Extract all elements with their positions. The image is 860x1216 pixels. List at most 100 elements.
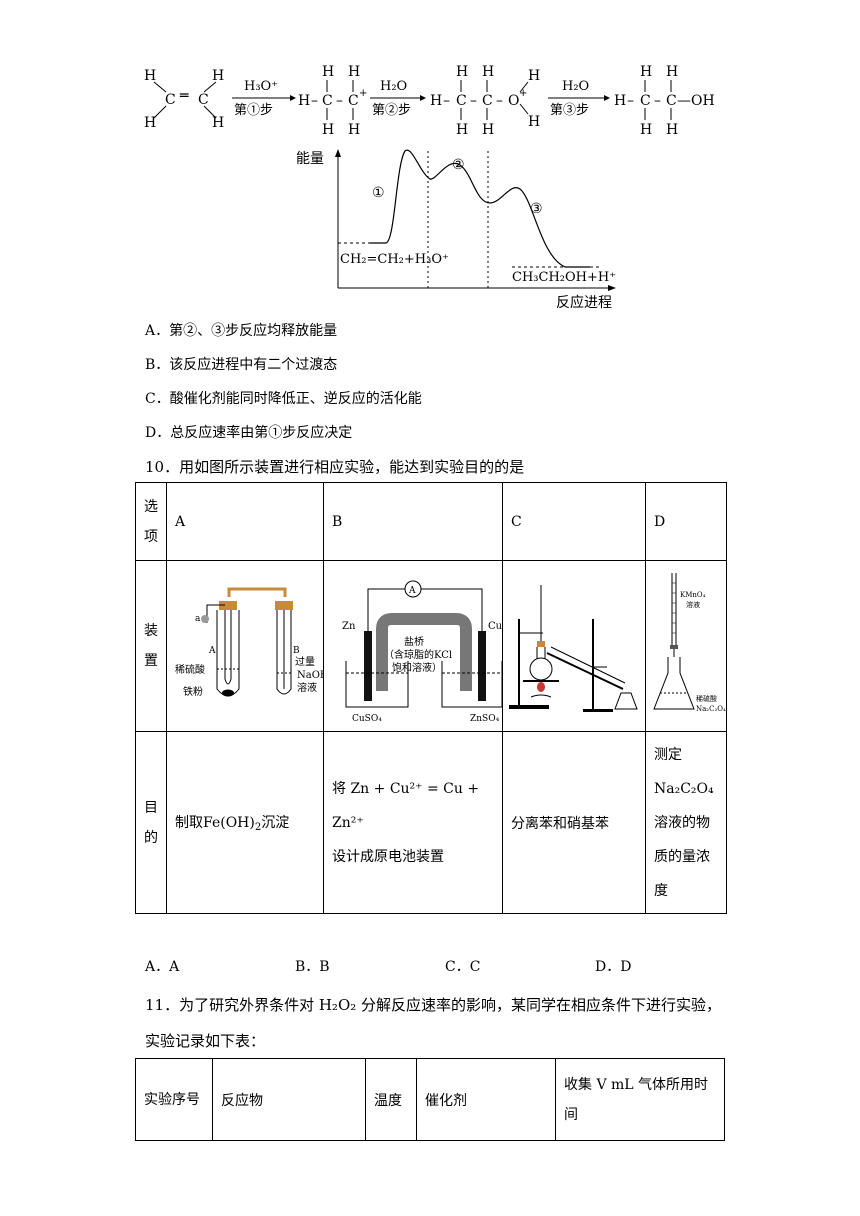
q11-header-no: 实验序号	[135, 1058, 213, 1141]
svg-text:–: –	[336, 93, 343, 109]
apparatus-a-label-naoh: NaOH	[297, 670, 323, 681]
svg-text:C: C	[198, 92, 209, 108]
apparatus-b-bridge1: 盐桥	[404, 635, 424, 648]
svg-text:–: –	[627, 93, 634, 109]
apparatus-a-label-sol: 溶液	[297, 681, 317, 694]
apparatus-b-ammeter: A	[408, 586, 416, 596]
q11-header-reactant: 反应物	[212, 1058, 366, 1141]
cation1-charge: +	[359, 88, 367, 99]
q9-option-d: D．总反应速率由第①步反应决定	[145, 425, 353, 441]
energy-xlabel: 反应进程	[556, 294, 612, 311]
q9-option-c: C．酸催化剂能同时降低正、逆反应的活化能	[145, 391, 422, 407]
apparatus-b-cuso4: CuSO₄	[352, 714, 382, 724]
svg-text:H: H	[212, 115, 224, 131]
apparatus-c-drawing	[509, 585, 638, 712]
q11-stem-line1: 11．为了研究外界条件对 H₂O₂ 分解反应速率的影响，某同学在相应条件下进行实…	[145, 996, 722, 1014]
svg-text:H: H	[348, 122, 360, 138]
q10-col-a: A	[166, 482, 324, 561]
apparatus-d-kmno4: KMnO₄	[680, 591, 706, 599]
product-end: —OH	[677, 93, 715, 109]
q9-option-a: A．第②、③步反应均释放能量	[145, 323, 338, 339]
apparatus-a: a A B 稀硫酸 铁粉 过量 NaOH 溶液	[166, 560, 329, 732]
svg-text:H: H	[298, 93, 310, 109]
q10-header-label: 选项	[135, 482, 167, 561]
apparatus-b: A Zn Cu 盐桥 （含琼脂的KCl 饱和溶液） CuSO₄ ZnSO₄	[323, 560, 503, 732]
q11-header-temp: 温度	[365, 1058, 417, 1141]
apparatus-d-salt: Na₂C₂O₄	[696, 705, 726, 713]
q10-purpose-label: 目的	[135, 731, 167, 914]
q10-apparatus-label: 装置	[135, 560, 167, 732]
svg-text:H: H	[322, 64, 334, 80]
q10-col-b: B	[323, 482, 503, 561]
svg-text:C: C	[640, 93, 651, 109]
q9-option-b: B．该反应进程中有二个过渡态	[145, 357, 338, 373]
svg-text:C: C	[666, 93, 677, 109]
energy-end-label: CH₃CH₂OH+H⁺	[512, 270, 616, 285]
step2-reagent: H₂O	[380, 79, 407, 94]
q11-header-catalyst: 催化剂	[416, 1058, 556, 1141]
step3-label: 第③步	[550, 103, 589, 118]
q10-answer-d: D．D	[595, 959, 632, 975]
svg-text:H: H	[482, 64, 494, 80]
energy-step2-label: ②	[452, 157, 465, 173]
step1-reagent: H₃O⁺	[244, 79, 278, 94]
apparatus-b-bridge3: 饱和溶液）	[392, 661, 442, 674]
q11-stem-line2: 实验记录如下表：	[145, 1032, 266, 1050]
svg-text:H: H	[456, 64, 468, 80]
svg-text:C: C	[456, 93, 467, 109]
svg-text:–: –	[496, 93, 503, 109]
energy-start-label: CH₂=CH₂+H₃O⁺	[340, 252, 449, 267]
apparatus-a-label-iron: 铁粉	[183, 685, 203, 698]
step1-label: 第①步	[234, 103, 273, 118]
apparatus-a-label-tube-b: B	[293, 646, 300, 656]
apparatus-a-label-tube-a: A	[208, 646, 216, 656]
svg-text:–: –	[311, 93, 318, 109]
q10-answer-b: B．B	[295, 959, 330, 975]
svg-text:H: H	[666, 64, 678, 80]
q11-header-time: 收集 V mL 气体所用时间	[555, 1058, 725, 1141]
apparatus-b-zn: Zn	[342, 621, 356, 632]
purpose-c: 分离苯和硝基苯	[502, 731, 646, 914]
svg-text:H: H	[640, 122, 652, 138]
svg-text:H: H	[144, 115, 156, 131]
apparatus-b-znso4: ZnSO₄	[470, 714, 500, 724]
energy-diagram: 能量 反应进程 ① ② ③ CH₂=CH₂+H₃O⁺ CH₃CH₂OH+H⁺	[296, 149, 616, 311]
q10-answer-a: A．A	[145, 959, 180, 975]
svg-text:C: C	[165, 92, 176, 108]
svg-text:C: C	[348, 93, 359, 109]
energy-ylabel: 能量	[296, 151, 324, 167]
energy-step1-label: ①	[372, 185, 385, 201]
q10-col-d: D	[645, 482, 727, 561]
apparatus-a-label-excess: 过量	[295, 655, 315, 668]
svg-text:–: –	[470, 93, 477, 109]
apparatus-b-cu: Cu	[488, 621, 502, 632]
apparatus-b-drawing: A Zn Cu 盐桥 （含琼脂的KCl 饱和溶液） CuSO₄ ZnSO₄	[342, 580, 503, 724]
cation2-charge: +	[519, 88, 527, 99]
q10-stem: 10．用如图所示装置进行相应实验，能达到实验目的的是	[145, 458, 525, 476]
apparatus-b-bridge2: （含琼脂的KCl	[384, 648, 452, 661]
step3-reagent: H₂O	[562, 79, 589, 94]
apparatus-c	[502, 560, 646, 732]
svg-text:H: H	[528, 68, 540, 84]
q10-table: 选项 A B C D 装置 a A B	[135, 482, 727, 914]
svg-text:H: H	[430, 93, 442, 109]
apparatus-d-acid: 稀硫酸	[696, 694, 717, 703]
svg-text:H: H	[640, 64, 652, 80]
svg-text:C: C	[482, 93, 493, 109]
apparatus-a-label-acid: 稀硫酸	[175, 663, 205, 676]
energy-step3-label: ③	[530, 201, 543, 217]
q10-col-c: C	[502, 482, 646, 561]
svg-text:C: C	[322, 93, 333, 109]
apparatus-d-sol: 溶液	[686, 600, 700, 609]
apparatus-a-label-a: a	[195, 614, 201, 624]
svg-text:H: H	[212, 68, 224, 84]
svg-text:═: ═	[179, 88, 189, 104]
q11-table: 实验序号 反应物 温度 催化剂 收集 V mL 气体所用时间	[135, 1058, 725, 1141]
apparatus-a-drawing: a A B 稀硫酸 铁粉 过量 NaOH 溶液	[175, 587, 329, 698]
svg-text:H: H	[528, 114, 540, 130]
purpose-a: 制取Fe(OH)2沉淀	[166, 731, 324, 914]
svg-text:H: H	[482, 122, 494, 138]
purpose-d: 测定 Na₂C₂O₄ 溶液的物 质的量浓 度	[645, 731, 727, 914]
energy-curve	[370, 149, 590, 268]
